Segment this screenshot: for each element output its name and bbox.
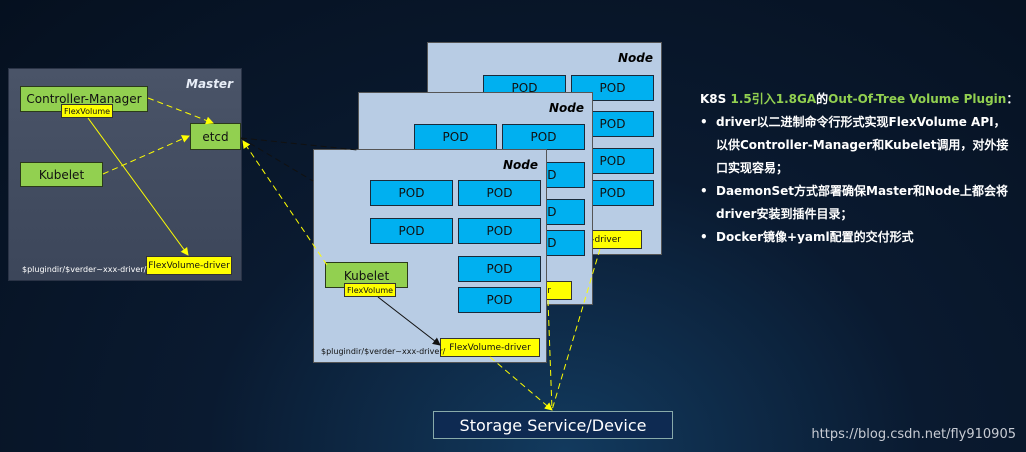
watermark: https://blog.csdn.net/fly910905 [811, 427, 1016, 442]
pod: POD [370, 218, 453, 244]
pod: POD [502, 124, 585, 150]
info-bullet: DaemonSet方式部署确保Master和Node上都会将driver安装到插… [700, 180, 1010, 226]
node-title: Node [502, 158, 538, 172]
master-plugin-path: $plugindir/$verder~xxx-driver/ [22, 265, 147, 274]
node-title: Node [617, 51, 653, 65]
info-bullet: Docker镜像+yaml配置的交付形式 [700, 226, 1026, 249]
master-flexvolume-driver: FlexVolume-driver [146, 256, 232, 275]
etcd-node-link [240, 137, 314, 182]
cm-to-etcd-arrow [147, 97, 214, 125]
node-plugin-path: $plugindir/$verder~xxx-driver/ [321, 347, 446, 356]
pod: POD [458, 287, 541, 313]
node-flexvolume-driver: FlexVolume-driver [440, 338, 540, 357]
master-title: Master [186, 77, 233, 91]
heading-part: K8S [700, 92, 731, 106]
node-flexvolume-to-driver-arrow [377, 296, 441, 346]
driver-to-storage [547, 299, 553, 411]
node-kubelet-to-etcd-arrow [242, 140, 328, 266]
driver-to-storage [551, 248, 601, 411]
master-kubelet-box: Kubelet [20, 162, 103, 187]
node-title: Node [548, 101, 584, 115]
driver-to-storage [489, 356, 553, 411]
flexvolume-to-driver-arrow [87, 117, 189, 256]
master-flexvolume-tag: FlexVolume [61, 104, 113, 118]
pod: POD [458, 180, 541, 206]
node-flexvolume-tag: FlexVolume [344, 283, 396, 297]
heading-part: 的 [816, 92, 829, 106]
pod: POD [414, 124, 497, 150]
heading-part: ： [1006, 92, 1019, 106]
info-heading: K8S 1.5引入1.8GA的Out-Of-Tree Volume Plugin… [700, 88, 1026, 111]
storage-service-box: Storage Service/Device [433, 411, 673, 439]
pod: POD [458, 256, 541, 282]
etcd-box: etcd [190, 123, 241, 150]
heading-plugin: Out-Of-Tree Volume Plugin [828, 92, 1007, 106]
pod: POD [370, 180, 453, 206]
pod: POD [458, 218, 541, 244]
info-text: K8S 1.5引入1.8GA的Out-Of-Tree Volume Plugin… [700, 88, 1026, 249]
kubelet-to-etcd-arrow [102, 135, 190, 175]
heading-version: 1.5引入1.8GA [730, 92, 817, 106]
info-bullet: driver以二进制命令行形式实现FlexVolume API，以供Contro… [700, 111, 1010, 180]
